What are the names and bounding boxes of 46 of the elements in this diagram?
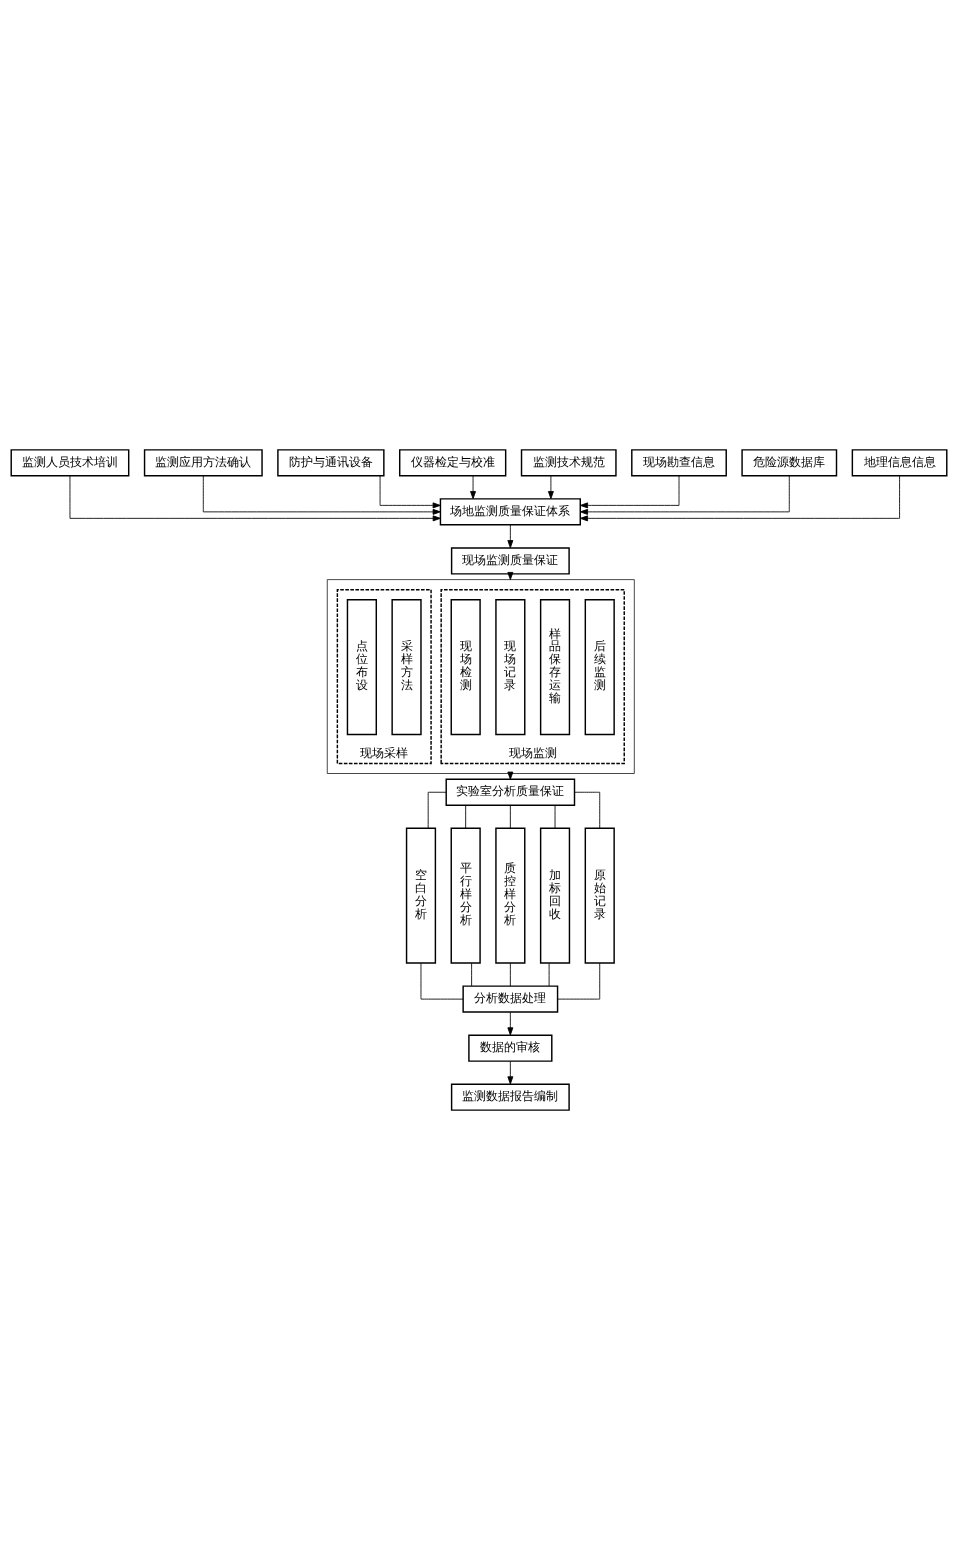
node-box: 监测人员技术培训 [10,449,130,477]
arrow [69,475,441,522]
arrow [580,475,680,509]
node-box: 仪器检定与校准 [399,449,507,477]
arrow [579,475,790,515]
node-box: 空白分析 [405,827,437,964]
node-box: 分析数据处理 [462,985,559,1013]
node-box: 点位布设 [346,599,377,736]
node-box: 危险源数据库 [741,449,838,477]
node-box: 现场记录 [495,599,526,736]
arrow [470,475,476,500]
node-box: 实验室分析质量保证 [445,778,576,806]
connector [420,962,464,1000]
arrow [507,1011,514,1036]
node-box: 后续监测 [584,599,615,736]
node-box: 加标回收 [539,827,571,964]
node-box: 地理信息信息 [851,449,948,477]
node-box: 采样方法 [391,599,422,736]
connector [471,962,473,987]
node-box: 监测应用方法确认 [143,449,263,477]
node-box: 原始记录 [584,827,615,964]
connector [509,962,511,987]
node-box: 防护与通讯设备 [277,449,385,477]
node-box: 质控样分析 [495,827,526,964]
connector [574,791,601,829]
connector [465,804,467,829]
node-box: 现场勘查信息 [631,449,727,477]
node-box: 平行样分析 [450,827,481,964]
node-box: 监测技术规范 [520,449,617,477]
arrow [202,475,441,515]
arrow [507,524,514,549]
connector [427,791,447,829]
arrow [579,475,900,522]
connector [554,804,556,829]
connector [509,804,511,829]
node-box: 数据的审核 [468,1034,553,1062]
node-box: 监测数据报告编制 [450,1083,570,1111]
node-box: 场地监测质量保证体系 [439,498,581,526]
node-box: 样品保存运输 [539,599,571,736]
arrow [547,475,554,500]
arrow [507,1060,514,1085]
arrow [379,475,441,509]
connector [548,962,550,987]
cluster [326,579,635,774]
node-box: 现场检测 [450,599,481,736]
connector [557,962,601,1000]
